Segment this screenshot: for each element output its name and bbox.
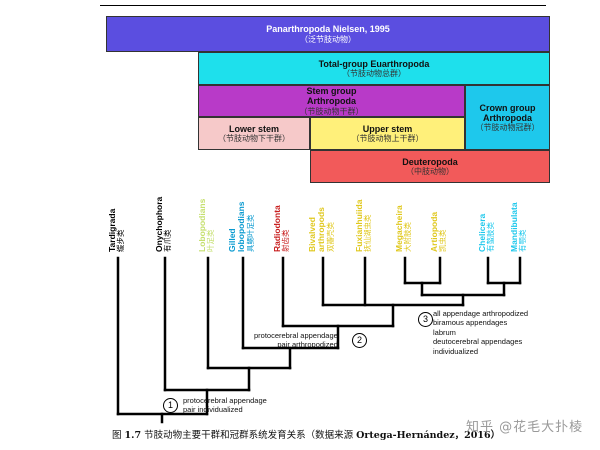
caption-text: 节肢动物主要干群和冠群系统发育关系（数据来源: [141, 430, 357, 441]
total-group-title: Total-group Euarthropoda: [318, 58, 430, 69]
node-1-note: protocerebral appendage pair individuali…: [183, 396, 267, 415]
stem-group-box: Stem group Arthropoda （节肢动物干群）: [198, 85, 465, 117]
caption-prefix: 图: [112, 430, 125, 441]
node-2-line-1: protocerebral appendage: [254, 331, 338, 340]
node-3-line-1: all appendage arthropodized: [433, 309, 529, 318]
top-rule: [100, 5, 546, 6]
node-3-line-3: labrum: [433, 327, 456, 337]
node-3-note: all appendage arthropodized biramous app…: [433, 309, 528, 356]
deuteropoda-box: Deuteropoda （中肢动物）: [310, 150, 550, 183]
panarthropoda-title: Panarthropoda Nielsen, 1995: [266, 24, 390, 35]
node-2-marker: 2: [352, 333, 367, 348]
node-1-line-1: protocerebral appendage: [183, 396, 267, 405]
crown-group-box: Crown group Arthropoda （节肢动物冠群）: [465, 85, 550, 150]
watermark-text: 知乎 @花毛大扑棱: [466, 420, 584, 435]
node-1-line-2: pair individualized: [183, 405, 243, 415]
crown-group-title: Crown group: [479, 102, 536, 113]
lower-stem-subtitle: （节肢动物下干群）: [218, 134, 290, 144]
upper-stem-title: Upper stem: [362, 123, 413, 134]
crown-group-subtitle: （节肢动物冠群）: [475, 123, 540, 133]
panarthropoda-subtitle: （泛节肢动物）: [300, 34, 356, 44]
figure-caption: 图 1.7 节肢动物主要干群和冠群系统发育关系（数据来源 Ortega-Hern…: [112, 427, 500, 441]
caption-author: Ortega-Hernández，2016）: [356, 430, 501, 441]
deuteropoda-subtitle: （中肢动物）: [406, 167, 454, 177]
panarthropoda-box: Panarthropoda Nielsen, 1995 （泛节肢动物）: [106, 16, 550, 52]
node-3-line-5: individualized: [433, 346, 479, 356]
node-3-marker: 3: [418, 312, 433, 327]
crown-group-title-line2: Arthropoda: [483, 112, 532, 123]
lower-stem-title: Lower stem: [228, 123, 279, 134]
lower-stem-box: Lower stem （节肢动物下干群）: [198, 117, 310, 150]
upper-stem-box: Upper stem （节肢动物上干群）: [310, 117, 465, 150]
caption-fig-number: 1.7: [124, 430, 142, 441]
total-group-subtitle: （节肢动物总群）: [342, 69, 406, 79]
upper-stem-subtitle: （节肢动物上干群）: [351, 134, 424, 144]
node-2-note: protocerebral appendage pair arthropodiz…: [254, 331, 338, 350]
deuteropoda-title: Deuteropoda: [402, 156, 458, 167]
total-group-box: Total-group Euarthropoda （节肢动物总群）: [198, 52, 550, 85]
node-3-line-2: biramous appendages: [433, 318, 508, 328]
node-2-line-2: pair arthropodized: [277, 340, 338, 350]
node-1-marker: 1: [163, 398, 178, 413]
stem-group-title-line2: Arthropoda: [307, 96, 356, 107]
stem-group-title: Stem group: [306, 86, 357, 97]
stem-group-subtitle: （节肢动物干群）: [299, 106, 364, 116]
node-3-line-4: deutocerebral appendages: [433, 337, 523, 347]
